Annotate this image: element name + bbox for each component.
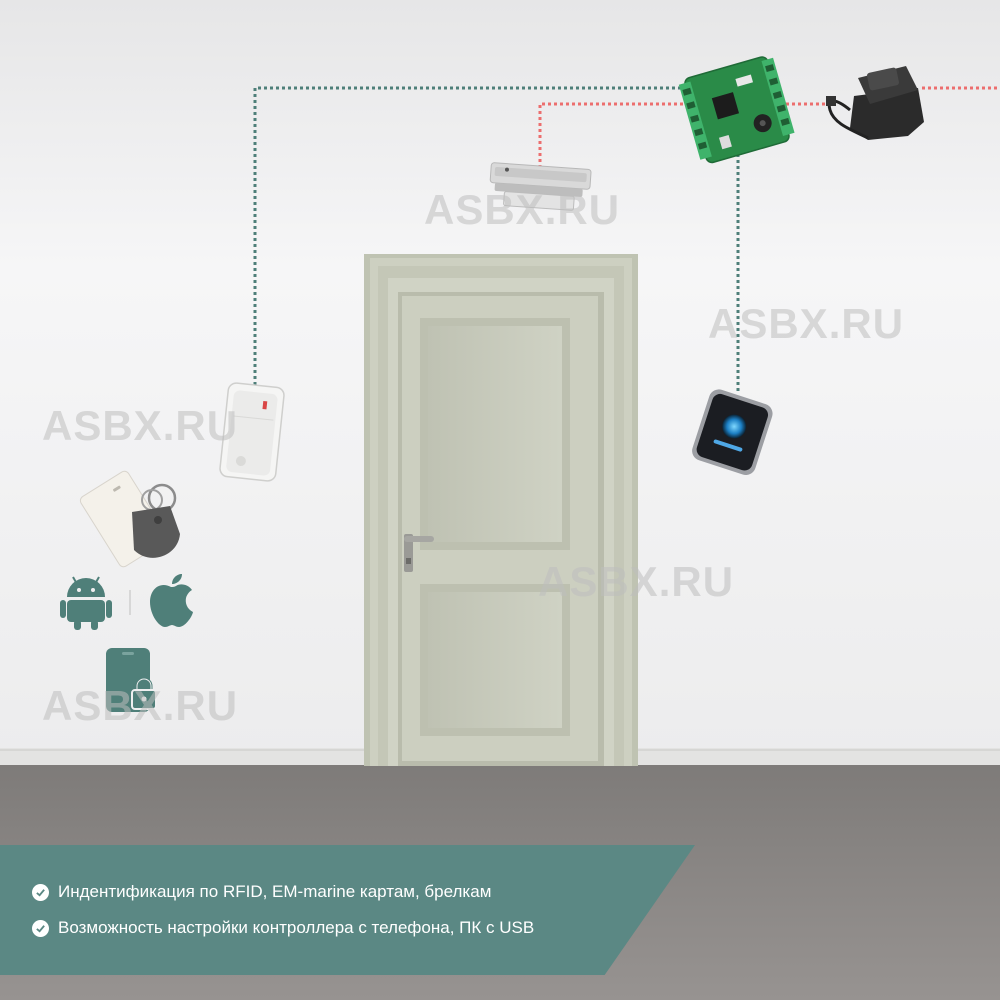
check-circle-icon <box>32 883 49 901</box>
watermark-left-upper: ASBX.RU <box>42 402 239 449</box>
door <box>364 254 638 766</box>
touch-exit-button[interactable] <box>690 387 776 478</box>
rfid-card-and-keyfob-icon <box>79 470 180 568</box>
rfid-reader[interactable] <box>219 382 285 482</box>
apple-icon <box>150 574 193 627</box>
access-controller-board[interactable] <box>678 54 796 166</box>
watermark-door: ASBX.RU <box>538 558 735 605</box>
electromagnetic-lock[interactable] <box>489 162 592 212</box>
power-supply-unit[interactable] <box>826 66 924 140</box>
door-handle[interactable] <box>404 534 434 572</box>
power-wire-supply <box>780 86 1000 106</box>
android-icon <box>60 576 112 630</box>
feature-item-setup: Возможность настройки контроллера с теле… <box>32 918 534 938</box>
feature-text: Индентификация по RFID, EM-marine картам… <box>58 882 492 901</box>
feature-panel: Индентификация по RFID, EM-marine картам… <box>0 845 695 975</box>
watermark-left-lower: ASBX.RU <box>42 682 239 729</box>
exit-button-glow-icon <box>722 414 747 439</box>
watermark-top-center: ASBX.RU <box>424 186 621 233</box>
feature-text: Возможность настройки контроллера с теле… <box>58 918 535 937</box>
check-circle-icon <box>32 919 49 937</box>
phone-lock-icon <box>106 648 157 712</box>
feature-item-rfid: Индентификация по RFID, EM-marine картам… <box>32 882 491 902</box>
watermark-right: ASBX.RU <box>708 300 905 347</box>
data-wire-reader <box>253 86 692 385</box>
